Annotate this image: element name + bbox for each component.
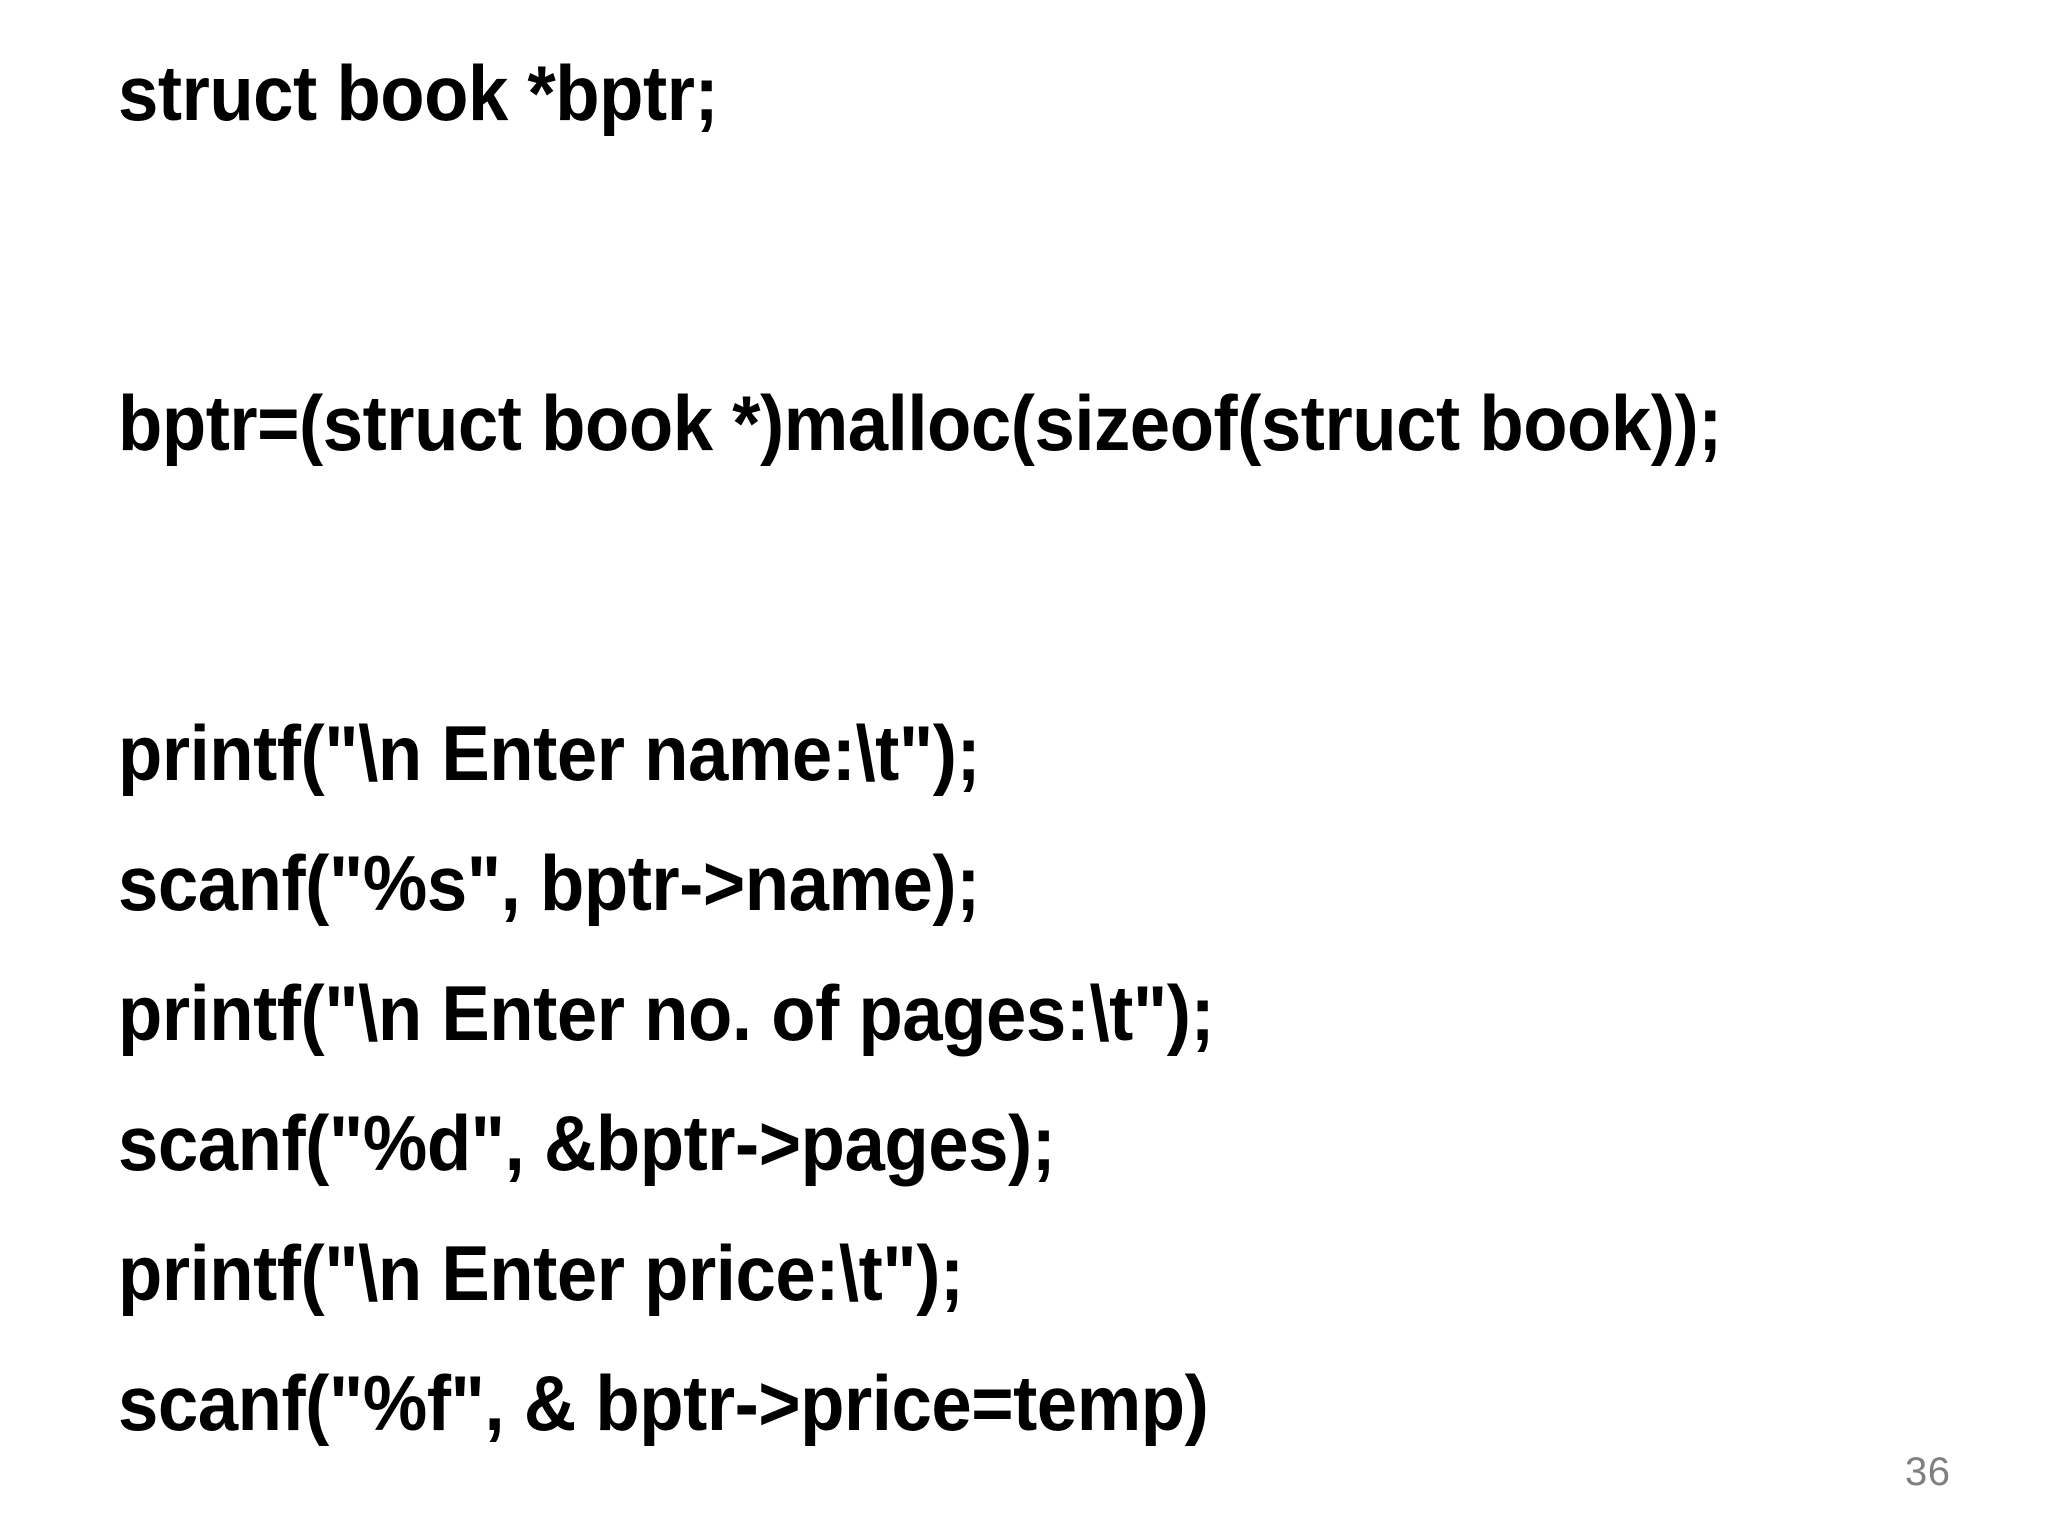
code-block: struct book *bptr; bptr=(struct book *)m… [118, 28, 1998, 1468]
code-line-spacer-2 [118, 488, 1866, 688]
page-number: 36 [1905, 1450, 1951, 1494]
code-line-struct-declaration: struct book *bptr; [118, 49, 719, 137]
code-line-scanf-name: scanf("%s", bptr->name); [118, 839, 980, 927]
code-line-scanf-price: scanf("%f", & bptr->price=temp) [118, 1359, 1209, 1447]
code-line-printf-enter-name: printf("\n Enter name:\t"); [118, 709, 981, 797]
code-line-scanf-pages: scanf("%d", &bptr->pages); [118, 1099, 1056, 1187]
code-line-printf-enter-pages: printf("\n Enter no. of pages:\t"); [118, 969, 1215, 1057]
code-line-malloc-allocation: bptr=(struct book *)malloc(sizeof(struct… [118, 379, 1722, 467]
code-line-printf-enter-price: printf("\n Enter price:\t"); [118, 1229, 964, 1317]
code-line-spacer-1 [118, 158, 1866, 358]
